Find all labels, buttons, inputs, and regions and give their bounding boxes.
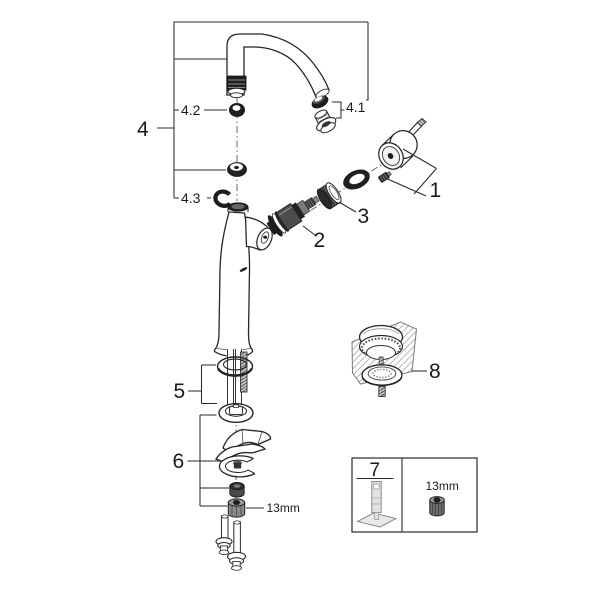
callout-1: 1 [430, 179, 442, 202]
handle-assembly: 1 [378, 117, 442, 202]
aerator [314, 109, 337, 134]
callout-4-2: 4.2 [181, 102, 201, 118]
spout-thread-connector [226, 75, 247, 99]
body-top-collar [227, 202, 249, 212]
callout-8: 8 [429, 360, 441, 383]
mounting-washer [218, 403, 254, 424]
mounting-nut [229, 481, 245, 498]
callout-4-3: 4.3 [181, 190, 201, 206]
socket-13mm: 13mm [426, 479, 459, 517]
tool-box: 7 13mm [351, 457, 478, 533]
mounting-shank [216, 349, 254, 424]
mounting-hardware: 13mm [215, 428, 300, 518]
cartridge-port [244, 216, 273, 251]
explosion-axis-lines [235, 97, 402, 516]
slide-ring-seal [227, 162, 247, 177]
callout-4: 4 [137, 118, 149, 141]
handle-screw [378, 171, 392, 183]
tool-socket-size-label: 13mm [426, 479, 459, 493]
callout-6: 6 [173, 450, 185, 473]
cartridge: 2 [266, 195, 326, 252]
callout-3: 3 [358, 205, 370, 228]
nut-13mm [227, 498, 246, 518]
callout-5: 5 [174, 380, 186, 403]
base-o-ring [216, 356, 254, 377]
aerator-seal [311, 95, 329, 109]
horseshoe-bracket [218, 455, 256, 478]
callout-2: 2 [314, 229, 326, 252]
cartridge-cap-rings: 3 [316, 169, 370, 228]
spout-assembly [213, 33, 337, 208]
retaining-clip-4-3 [213, 189, 232, 208]
supply-hoses [215, 514, 247, 571]
brand-mark [239, 267, 248, 272]
callout-6-bracket: 6 [173, 414, 229, 507]
callout-4-bracket: 4 4.2 4.3 4.1 [137, 21, 369, 206]
faucet-body [213, 202, 273, 358]
drain-assembly: 8 [351, 321, 441, 397]
callout-7: 7 [370, 460, 381, 481]
callout-4-1: 4.1 [346, 99, 366, 115]
socket-wrench-tool [356, 481, 398, 528]
nut-size-label: 13mm [267, 501, 300, 515]
callout-5-bracket: 5 [174, 364, 217, 405]
